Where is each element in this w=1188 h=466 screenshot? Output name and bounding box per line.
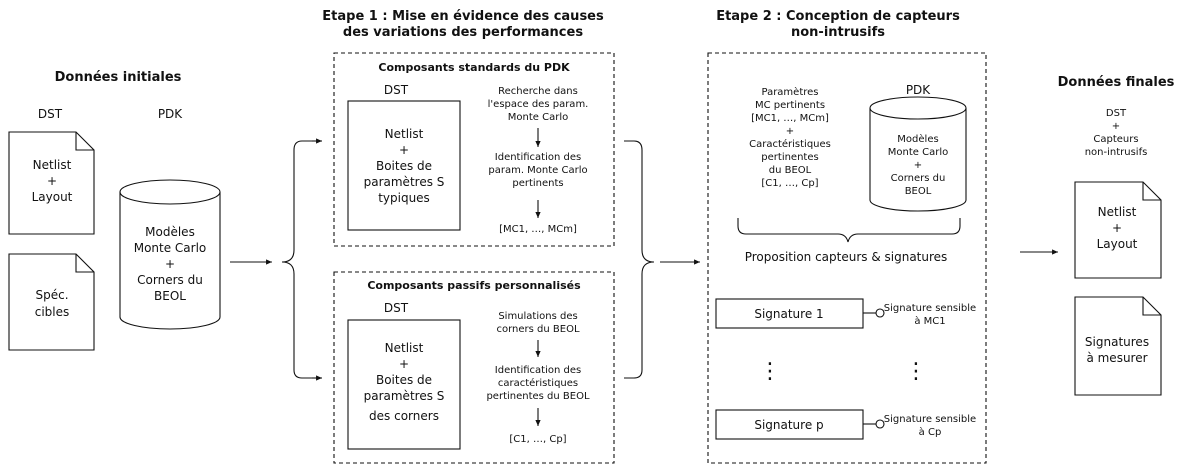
final-label-line1: DST [1106, 108, 1127, 119]
step2-params-line5: Caractéristiques [749, 138, 831, 150]
passive-box-line1: Netlist [385, 341, 424, 355]
final-doc1-line2: + [1112, 221, 1122, 235]
final-label-line4: non-intrusifs [1085, 147, 1148, 158]
passive-box-line2: + [399, 357, 409, 371]
step2-cyl-line3: + [914, 160, 922, 171]
initial-pdk-cylinder-icon [119, 179, 221, 330]
passive-flow3: [C1, …, Cp] [509, 434, 566, 445]
passive-netlist-box [347, 319, 461, 450]
standard-flow1-line1: Recherche dans [498, 86, 578, 97]
step2-params-line2: MC pertinents [755, 100, 825, 111]
final-signatures-document-icon [1074, 296, 1162, 396]
standard-box-line5: typiques [378, 191, 430, 205]
standard-flow2-line3: pertinents [512, 178, 563, 189]
signature-ellipsis-left: ⋮ [759, 359, 781, 384]
final-doc1-line1: Netlist [1098, 205, 1137, 219]
passive-title: Composants passifs personnalisés [367, 279, 581, 292]
sig1-note-line2: à MC1 [914, 315, 945, 327]
standard-dst-label: DST [384, 83, 409, 97]
step2-proposal: Proposition capteurs & signatures [745, 250, 948, 264]
standard-box-line1: Netlist [385, 127, 424, 141]
step1-title-line1: Etape 1 : Mise en évidence des causes [322, 9, 604, 24]
step2-title-line2: non-intrusifs [791, 25, 885, 40]
step2-pdk-label: PDK [906, 83, 931, 97]
initial-cyl-line2: Monte Carlo [134, 241, 207, 255]
step2-panel [707, 52, 987, 464]
standard-title: Composants standards du PDK [378, 61, 570, 74]
signature-p-label: Signature p [754, 418, 823, 432]
standard-components-panel [333, 52, 615, 247]
standard-flow2-line1: Identification des [495, 152, 581, 163]
final-doc2-line2: à mesurer [1086, 351, 1147, 365]
signature-p-box [715, 409, 864, 440]
passive-flow2-line1: Identification des [495, 365, 581, 376]
final-label-line3: Capteurs [1093, 134, 1138, 145]
initial-cyl-line1: Modèles [145, 225, 195, 239]
initial-doc2-line2: cibles [35, 305, 70, 319]
step2-params-line7: du BEOL [769, 165, 812, 176]
signature-1-node [875, 308, 885, 318]
standard-flow1-line2: l'espace des param. [488, 99, 589, 110]
standard-box-line3: Boites de [376, 159, 432, 173]
passive-box-line4: paramètres S [364, 389, 445, 403]
initial-doc1-line3: Layout [32, 190, 73, 204]
step2-params-line4: + [786, 126, 794, 137]
step2-cyl-line4: Corners du [891, 173, 946, 184]
sig1-note-line1: Signature sensible [884, 303, 976, 314]
final-label-line2: + [1112, 121, 1120, 132]
standard-flow3: [MC1, …, MCm] [499, 224, 577, 235]
passive-flow1-line1: Simulations des [498, 311, 577, 322]
left-brace [281, 140, 320, 379]
step2-cyl-line1: Modèles [897, 133, 938, 145]
final-doc2-line1: Signatures [1085, 335, 1149, 349]
passive-box-line5: des corners [369, 409, 439, 423]
initial-cyl-line4: Corners du [137, 273, 203, 287]
initial-cyl-line5: BEOL [154, 289, 186, 303]
signature-ellipsis-right: ⋮ [905, 359, 927, 384]
standard-box-line2: + [399, 143, 409, 157]
standard-box-line4: paramètres S [364, 175, 445, 189]
passive-box-line3: Boites de [376, 373, 432, 387]
final-doc1-line3: Layout [1097, 237, 1138, 251]
final-netlist-document-icon [1074, 181, 1162, 279]
step1-title-line2: des variations des performances [343, 25, 583, 40]
initial-pdk-label: PDK [158, 107, 183, 121]
step2-title-line1: Etape 2 : Conception de capteurs [716, 9, 960, 24]
step2-params-line3: [MC1, …, MCm] [751, 113, 829, 124]
passive-flow2-line2: caractéristiques [498, 377, 578, 389]
standard-flow2-line2: param. Monte Carlo [488, 165, 587, 176]
step2-cyl-line2: Monte Carlo [888, 147, 948, 158]
initial-doc2-line1: Spéc. [35, 288, 68, 302]
step2-params-line1: Paramètres [761, 86, 818, 98]
initial-doc1-line2: + [47, 174, 57, 188]
signature-1-label: Signature 1 [754, 307, 823, 321]
sigp-note-line2: à Cp [919, 426, 942, 438]
step2-params-line6: pertinentes [761, 152, 818, 163]
sigp-note-line1: Signature sensible [884, 414, 976, 425]
passive-flow2-line3: pertinentes du BEOL [486, 391, 590, 402]
step2-cyl-line5: BEOL [905, 186, 932, 197]
signature-p-node [875, 419, 885, 429]
initial-specs-document-icon [8, 253, 95, 351]
standard-netlist-box [347, 100, 461, 231]
initial-title: Données initiales [55, 70, 182, 85]
initial-cyl-line3: + [165, 257, 175, 271]
passive-dst-label: DST [384, 301, 409, 315]
final-title: Données finales [1058, 75, 1175, 90]
passive-flow1-line2: corners du BEOL [496, 324, 579, 335]
initial-netlist-document-icon [8, 131, 95, 235]
step2-pdk-cylinder-icon [869, 96, 967, 212]
bottom-brace [737, 218, 961, 243]
passive-components-panel [333, 271, 615, 464]
initial-doc1-line1: Netlist [33, 158, 72, 172]
step2-params-line8: [C1, …, Cp] [761, 178, 818, 189]
right-brace [624, 140, 655, 379]
standard-flow1-line3: Monte Carlo [508, 112, 568, 123]
initial-dst-label: DST [38, 107, 63, 121]
